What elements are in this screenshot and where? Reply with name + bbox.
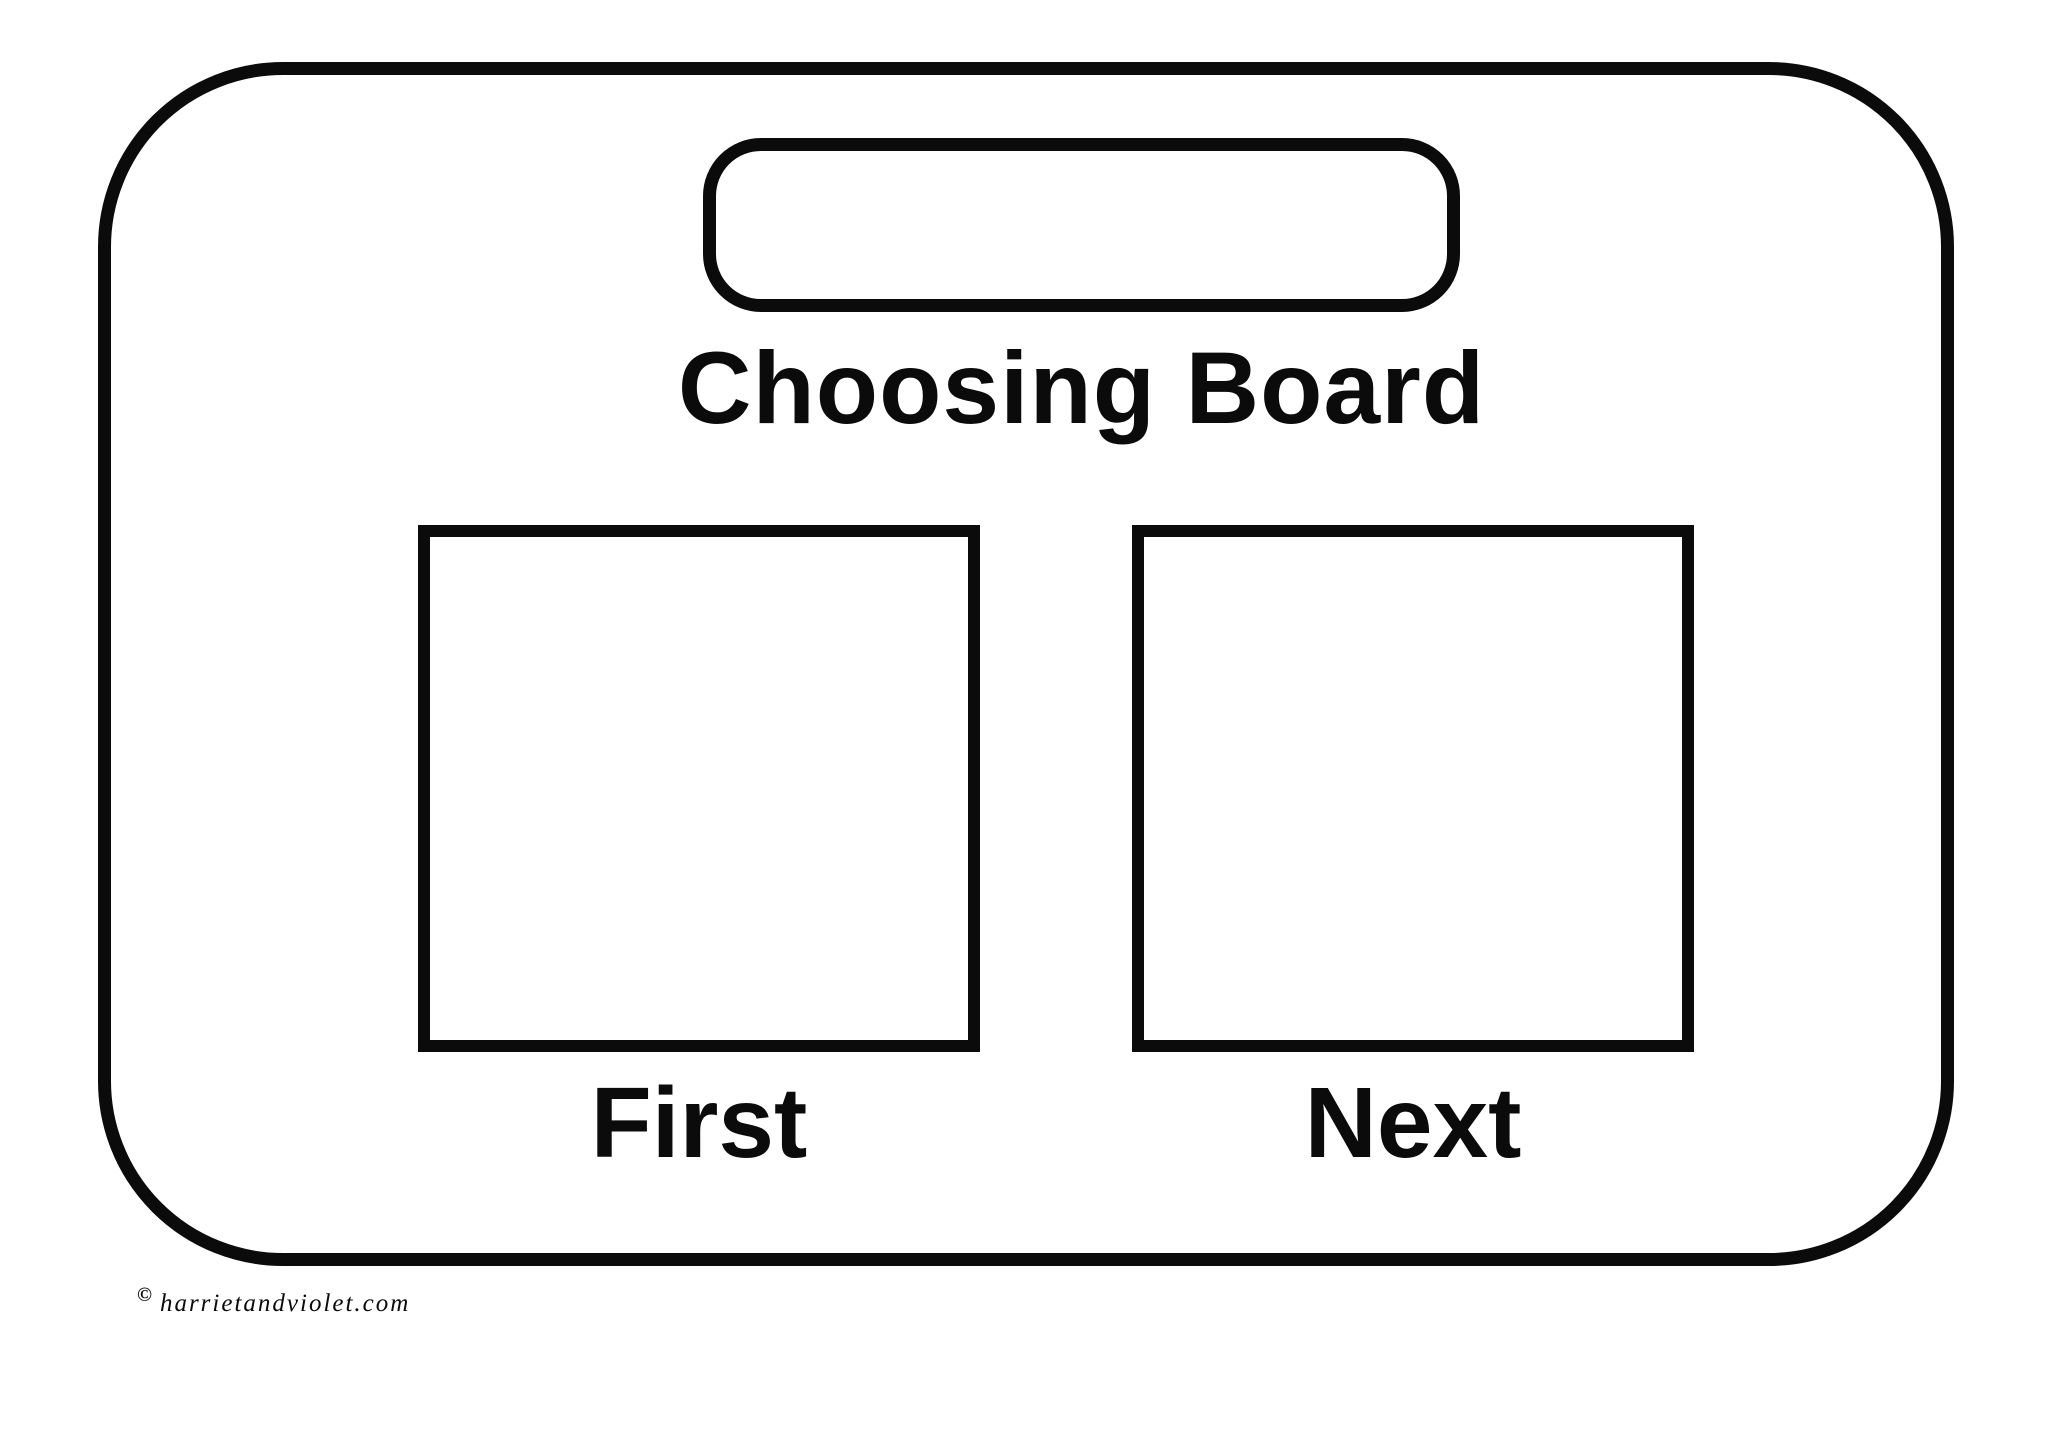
next-label: Next (1304, 1067, 1522, 1179)
header-name-slot-box (703, 138, 1460, 312)
page-title: Choosing Board (677, 331, 1486, 445)
credit-text: harrietandviolet.com (159, 1290, 411, 1317)
next-choice-box (1132, 525, 1694, 1052)
copyright-icon: © (137, 1284, 154, 1306)
first-label: First (590, 1067, 808, 1179)
first-choice-box (418, 525, 980, 1052)
credit-line: ©harrietandviolet.com (137, 1284, 410, 1318)
